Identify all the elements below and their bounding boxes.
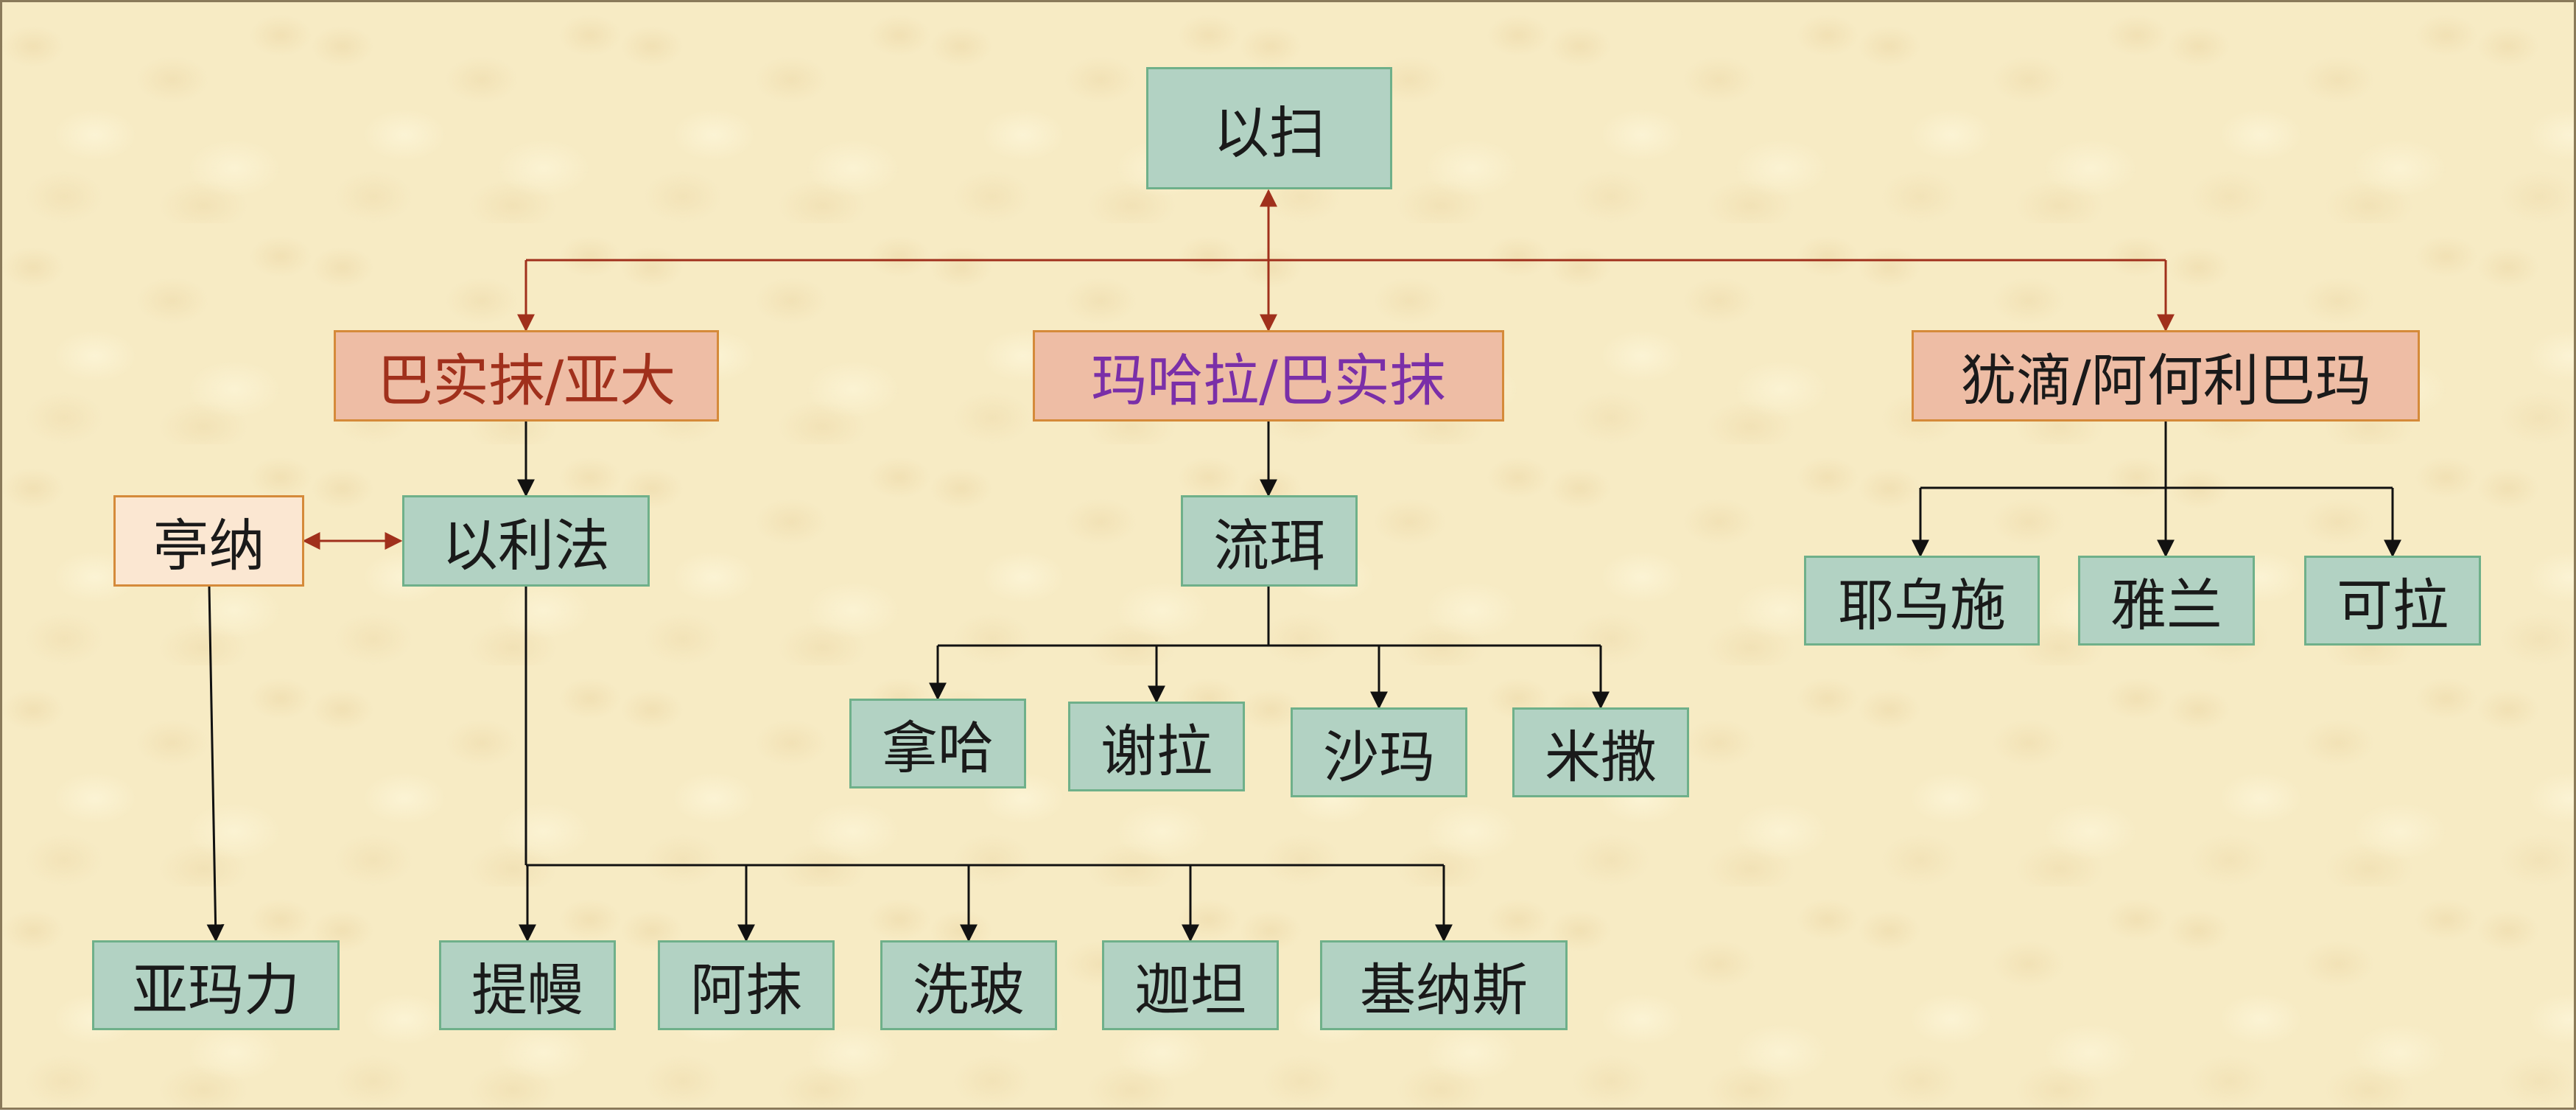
node-zepho: 洗玻	[880, 940, 1057, 1030]
node-eliphaz: 以利法	[402, 495, 650, 587]
node-nahath: 拿哈	[849, 699, 1026, 788]
node-amalek: 亚玛力	[92, 940, 340, 1030]
link-timna-amalek	[206, 586, 225, 943]
node-korah: 可拉	[2304, 556, 2481, 646]
node-teman: 提幔	[439, 940, 616, 1030]
node-mahalath-basemath: 玛哈拉/巴实抹	[1033, 330, 1504, 422]
node-timna: 亭纳	[113, 495, 304, 587]
node-jaalam: 雅兰	[2078, 556, 2255, 646]
node-zerah: 谢拉	[1068, 702, 1245, 791]
node-shammah: 沙玛	[1291, 707, 1467, 797]
node-esau: 以扫	[1146, 67, 1392, 189]
node-kenaz: 基纳斯	[1320, 940, 1568, 1030]
node-judith-aholibamah: 犹滴/阿何利巴玛	[1912, 330, 2420, 422]
node-jeush: 耶乌施	[1804, 556, 2040, 646]
node-mizzah: 米撒	[1512, 707, 1689, 797]
node-basemath-adah: 巴实抹/亚大	[334, 330, 719, 422]
node-reuel: 流珥	[1181, 495, 1358, 587]
node-gatam: 迦坦	[1102, 940, 1279, 1030]
node-omar: 阿抹	[658, 940, 835, 1030]
